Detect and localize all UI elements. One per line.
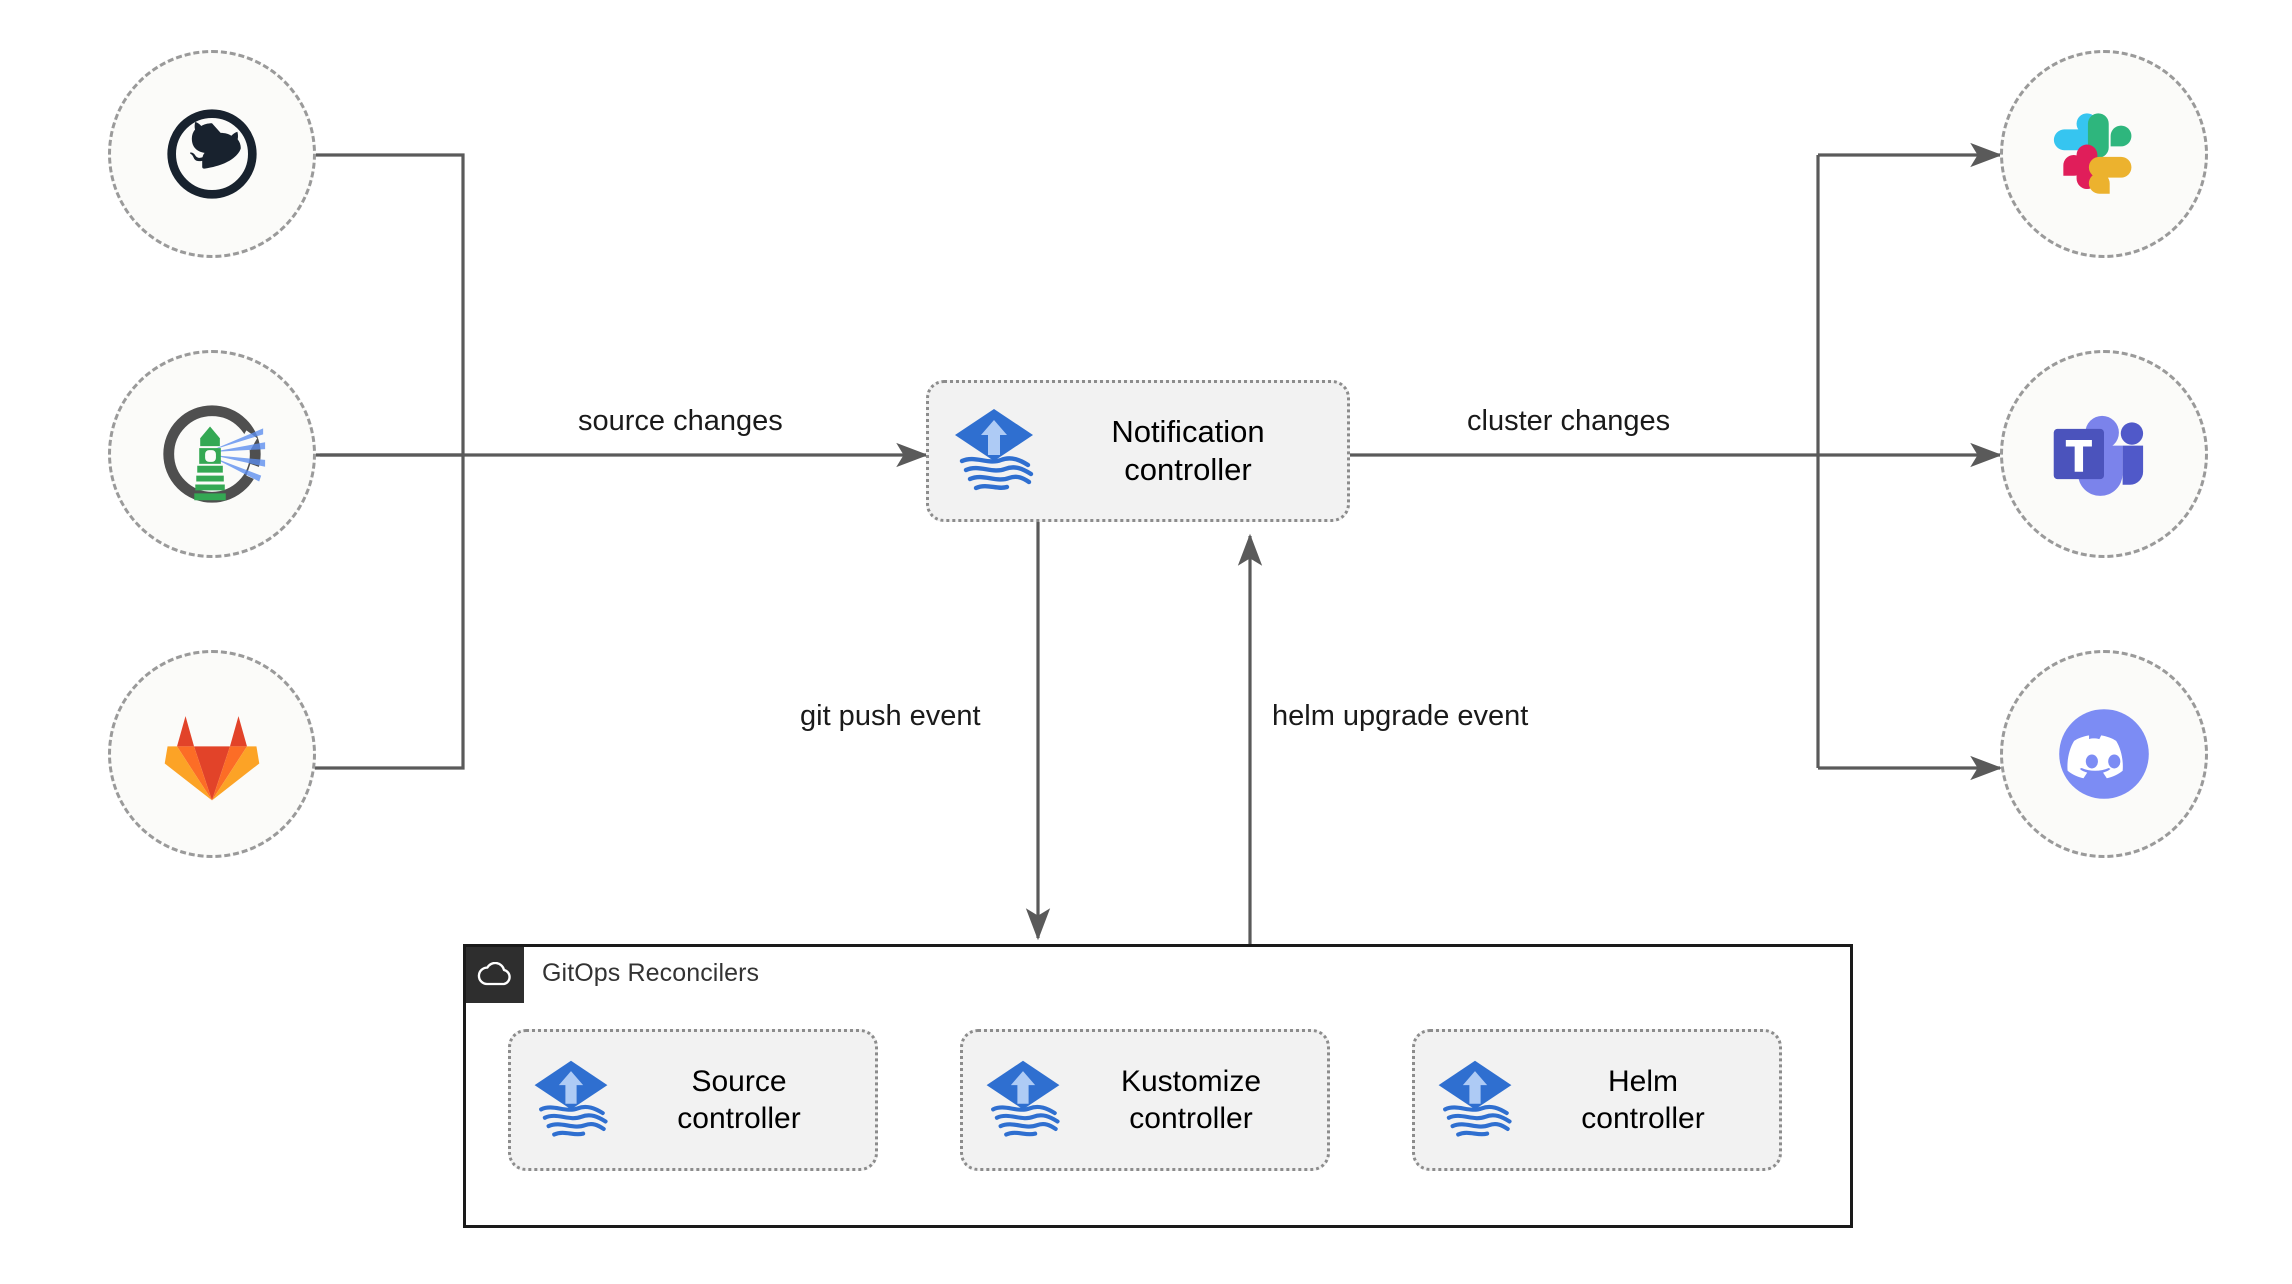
helm-controller-card[interactable]: Helm controller (1412, 1029, 1782, 1171)
target-node-teams[interactable] (2000, 350, 2208, 558)
source-controller-card[interactable]: Source controller (508, 1029, 878, 1171)
gitlab-icon (164, 716, 260, 801)
helm-controller-label: Helm controller (1581, 1064, 1705, 1135)
source-node-flux[interactable] (108, 350, 316, 558)
flux-controller-icon (1438, 1060, 1512, 1137)
edge-label-git-push-event: git push event (800, 700, 981, 732)
target-node-discord[interactable] (2000, 650, 2208, 858)
ms-teams-icon (2053, 415, 2144, 496)
notification-controller-card[interactable]: Notification controller (926, 380, 1350, 522)
kustomize-controller-card[interactable]: Kustomize controller (960, 1029, 1330, 1171)
edge-label-source-changes: source changes (578, 405, 783, 437)
kustomize-controller-label: Kustomize controller (1120, 1064, 1262, 1135)
notification-controller-label: Notification controller (1111, 413, 1265, 487)
group-icon-tab (466, 947, 524, 1003)
edge-label-helm-upgrade-event: helm upgrade event (1272, 700, 1529, 732)
group-title: GitOps Reconcilers (542, 959, 760, 987)
source-controller-label: Source controller (677, 1064, 801, 1135)
slack-icon (2053, 113, 2132, 194)
cloud-icon (477, 962, 511, 986)
flux-controller-icon (534, 1060, 608, 1137)
source-node-gitlab[interactable] (108, 650, 316, 858)
edge-label-cluster-changes: cluster changes (1467, 405, 1671, 437)
discord-icon (2059, 709, 2149, 799)
flux-controller-icon (986, 1060, 1060, 1137)
source-node-github[interactable] (108, 50, 316, 258)
flux-controller-icon (955, 409, 1034, 491)
flux-lighthouse-icon (163, 405, 266, 503)
github-icon (167, 109, 257, 199)
target-node-slack[interactable] (2000, 50, 2208, 258)
